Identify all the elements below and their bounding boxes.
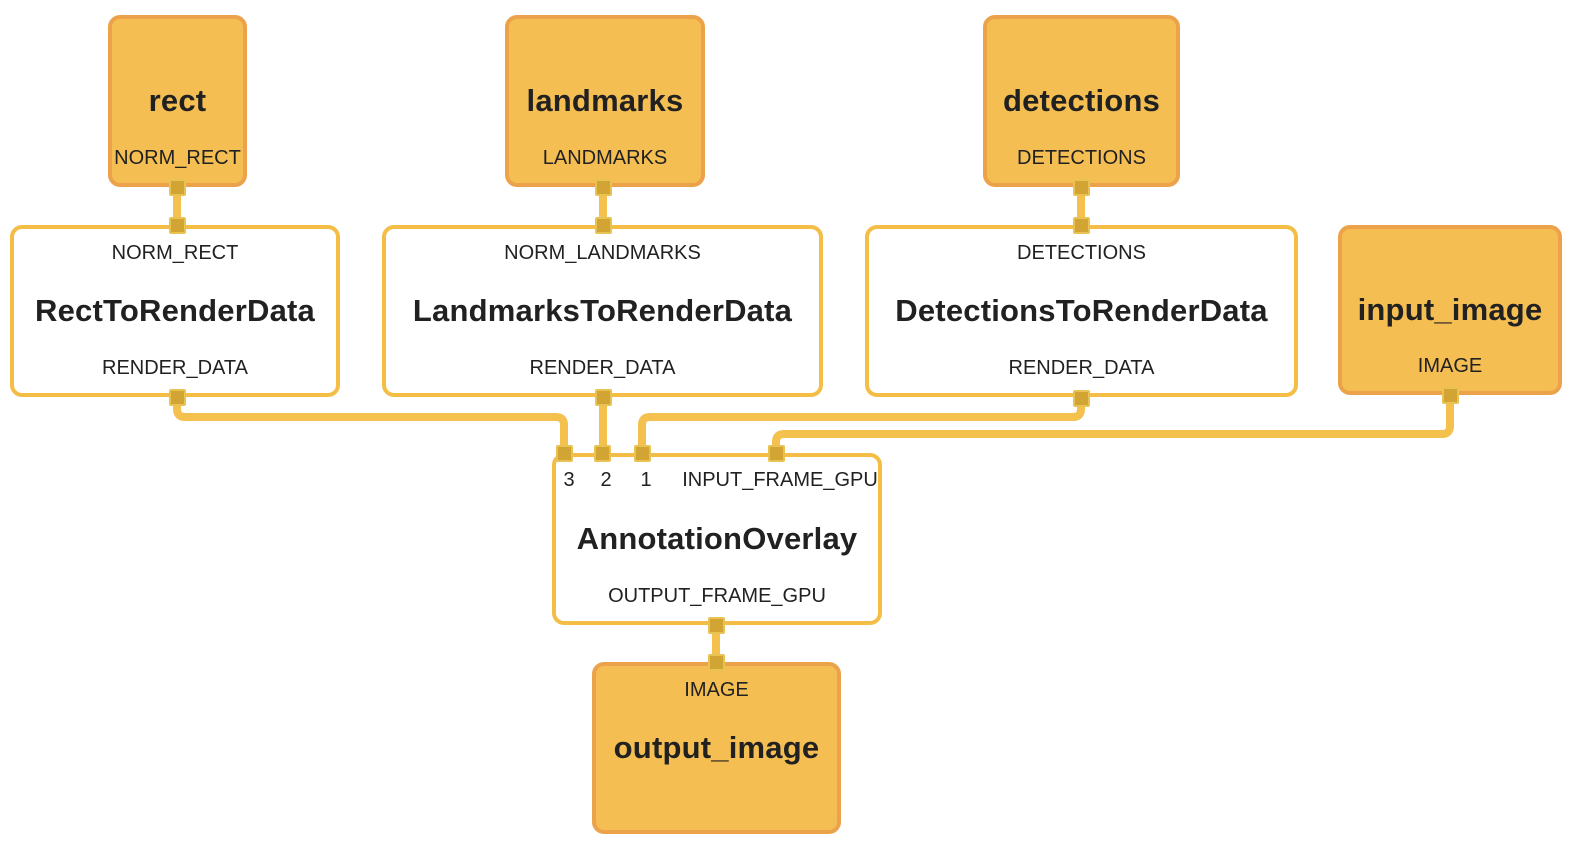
node-title: detections: [1002, 83, 1161, 118]
port-inputimage-output: [1441, 386, 1459, 404]
output-stream-label: RENDER_DATA: [529, 357, 676, 379]
port-annotationoverlay-input-1: [633, 444, 651, 462]
node-title: rect: [148, 83, 207, 118]
node-title: AnnotationOverlay: [576, 521, 858, 556]
node-title: RectToRenderData: [35, 293, 315, 328]
node-title: landmarks: [526, 83, 684, 118]
output-stream-label: RENDER_DATA: [1008, 357, 1155, 379]
input-stream-label: NORM_RECT: [111, 242, 239, 264]
input-port-label-3: 3: [563, 469, 575, 491]
port-rect-output: [168, 178, 186, 196]
input-port-label-input-frame-gpu: INPUT_FRAME_GPU: [682, 469, 878, 491]
input-ports-row: 3 2 1 INPUT_FRAME_GPU: [556, 469, 878, 495]
output-stream-label: RENDER_DATA: [102, 357, 248, 379]
port-detectionstorenderdata-output: [1072, 389, 1090, 407]
input-stream-label: IMAGE: [684, 679, 749, 701]
port-detections-output: [1072, 178, 1090, 196]
port-annotationoverlay-input-frame-gpu: [767, 444, 785, 462]
node-detections-to-render-data[interactable]: DETECTIONS DetectionsToRenderData RENDER…: [865, 225, 1298, 397]
node-title: DetectionsToRenderData: [895, 293, 1268, 328]
node-title: LandmarksToRenderData: [412, 293, 793, 328]
port-annotationoverlay-input-3: [555, 444, 573, 462]
port-detectionstorenderdata-input: [1072, 216, 1090, 234]
input-stream-label: DETECTIONS: [1017, 242, 1146, 264]
input-stream-label: NORM_LANDMARKS: [504, 242, 701, 264]
node-title: output_image: [613, 730, 820, 765]
port-outputimage-input: [707, 653, 725, 671]
node-annotation-overlay[interactable]: 3 2 1 INPUT_FRAME_GPU AnnotationOverlay …: [552, 453, 882, 625]
node-rect-to-render-data[interactable]: NORM_RECT RectToRenderData RENDER_DATA: [10, 225, 340, 397]
port-landmarkstorenderdata-input: [594, 216, 612, 234]
node-landmarks[interactable]: landmarks LANDMARKS: [505, 15, 705, 187]
port-landmarkstorenderdata-output: [594, 388, 612, 406]
node-input-image[interactable]: input_image IMAGE: [1338, 225, 1562, 395]
output-stream-label: IMAGE: [1417, 355, 1483, 377]
port-annotationoverlay-input-2: [593, 444, 611, 462]
edge-recttorenderdata-to-annotationoverlay-3: [173, 397, 568, 453]
input-port-label-1: 1: [640, 469, 652, 491]
port-recttorenderdata-input: [168, 216, 186, 234]
output-stream-label: DETECTIONS: [1017, 147, 1146, 169]
output-stream-label: LANDMARKS: [542, 147, 668, 169]
node-title: input_image: [1357, 292, 1543, 327]
node-rect[interactable]: rect NORM_RECT: [108, 15, 247, 187]
port-landmarks-output: [594, 178, 612, 196]
port-recttorenderdata-output: [168, 388, 186, 406]
port-annotationoverlay-output: [707, 616, 725, 634]
node-landmarks-to-render-data[interactable]: NORM_LANDMARKS LandmarksToRenderData REN…: [382, 225, 823, 397]
edge-detectionstorenderdata-to-annotationoverlay-1: [638, 398, 1085, 453]
edge-inputimage-to-annotationoverlay-inputframegpu: [772, 395, 1454, 453]
output-stream-label: NORM_RECT: [114, 147, 241, 169]
input-port-label-2: 2: [600, 469, 612, 491]
node-detections[interactable]: detections DETECTIONS: [983, 15, 1180, 187]
output-stream-label: OUTPUT_FRAME_GPU: [608, 585, 826, 607]
node-output-image[interactable]: IMAGE output_image: [592, 662, 841, 834]
